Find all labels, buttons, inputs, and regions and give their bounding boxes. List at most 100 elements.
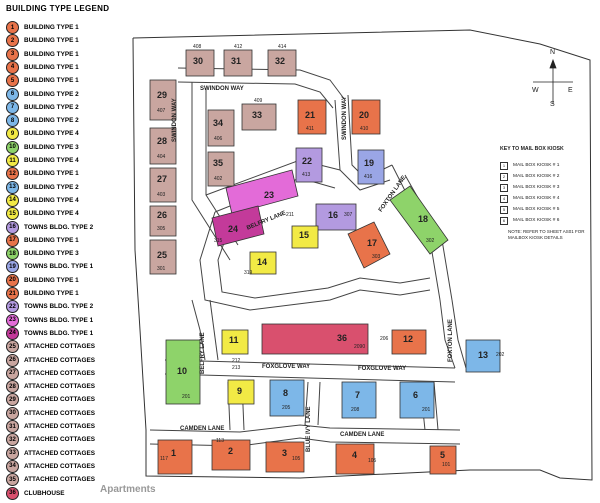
building-30-shape[interactable] (185, 49, 215, 77)
building-31-shape[interactable] (223, 49, 253, 77)
compass-rose: N S E W (528, 49, 578, 108)
kiosk-box: 6 (500, 216, 508, 225)
street-label-camden-lane-left: CAMDEN LANE (180, 426, 225, 432)
buildings-shapes (149, 49, 501, 475)
legend-item: 14 BUILDING TYPE 4 (6, 193, 79, 208)
building-36-shape[interactable] (261, 323, 369, 355)
building-1-shape[interactable] (157, 439, 193, 475)
legend-swatch: 26 (6, 353, 19, 367)
legend-swatch: 35 (6, 473, 19, 487)
building-address: 416 (364, 174, 373, 180)
building-address: 113 (216, 438, 224, 444)
building-9-shape[interactable] (227, 379, 255, 405)
building-27-shape[interactable] (149, 167, 177, 203)
building-4-shape[interactable] (335, 443, 375, 475)
building-10-shape[interactable] (165, 339, 201, 405)
building-address: 404 (157, 154, 166, 160)
street-number: 211 (286, 212, 294, 218)
legend-label: BUILDING TYPE 1 (24, 24, 79, 31)
street-label-foxton-lane-lower: FOXTON LANE (448, 319, 454, 362)
building-21-shape[interactable] (297, 99, 327, 135)
building-number: 19 (364, 158, 375, 168)
legend-label: BUILDING TYPE 2 (24, 117, 79, 125)
building-20-shape[interactable] (351, 99, 381, 135)
building-12-shape[interactable] (391, 329, 427, 355)
building-8-shape[interactable] (269, 379, 305, 417)
building-5-shape[interactable] (429, 445, 457, 475)
legend-swatch: 14 (6, 193, 19, 207)
building-29-shape[interactable] (149, 79, 177, 121)
legend-label: BUILDING TYPE 4 (24, 210, 79, 218)
legend-swatch: 29 (6, 393, 19, 407)
building-address: 407 (157, 108, 166, 114)
legend-label: ATTACHED COTTAGES (24, 343, 96, 351)
building-34-shape[interactable] (207, 109, 235, 147)
building-11-shape[interactable] (221, 329, 249, 355)
building-13-shape[interactable] (465, 339, 501, 373)
legend-label: ATTACHED COTTAGES (24, 436, 96, 444)
building-number: 35 (213, 158, 224, 168)
building-17-shape[interactable] (347, 221, 391, 269)
building-6-shape[interactable] (399, 381, 435, 419)
legend-swatch: 6 (6, 87, 19, 101)
building-16-shape[interactable] (315, 203, 357, 231)
legend-swatch: 30 (6, 406, 19, 420)
building-2-shape[interactable] (211, 439, 251, 471)
legend-swatch: 11 (6, 154, 19, 167)
building-address: 414 (278, 44, 287, 50)
building-address: 208 (351, 407, 360, 413)
building-number: 26 (157, 210, 168, 220)
legend-label: ATTACHED COTTAGES (24, 462, 96, 470)
street-label-belfry-lane-lower: BELFRY LANE (200, 332, 206, 374)
building-35-shape[interactable] (207, 151, 235, 187)
building-28-shape[interactable] (149, 127, 177, 165)
building-26-shape[interactable] (149, 205, 177, 237)
building-address: 201 (182, 394, 191, 400)
building-address: 2090 (354, 344, 366, 350)
building-number: 34 (213, 118, 224, 128)
building-22-shape[interactable] (295, 147, 323, 183)
building-3-shape[interactable] (265, 441, 305, 473)
legend-label: CLUBHOUSE (24, 489, 65, 497)
building-number: 28 (157, 136, 168, 146)
building-number: 25 (157, 250, 168, 260)
building-address: 307 (344, 212, 353, 218)
kiosk-box: 3 (500, 183, 508, 192)
legend-label: TOWNS BLDG. TYPE 2 (24, 223, 94, 231)
building-7-shape[interactable] (341, 381, 377, 419)
building-24-shape[interactable] (211, 205, 265, 247)
legend-label: ATTACHED COTTAGES (24, 383, 96, 391)
building-25-shape[interactable] (149, 239, 177, 275)
building-32-shape[interactable] (267, 49, 297, 77)
legend-label: BUILDING TYPE 1 (24, 290, 79, 297)
building-19-shape[interactable] (357, 149, 385, 185)
building-address: 105 (292, 456, 301, 462)
building-15-shape[interactable] (291, 225, 319, 249)
street-number: 213 (232, 365, 241, 371)
building-number: 11 (229, 335, 239, 345)
building-23-shape[interactable] (225, 169, 299, 215)
legend-label: BUILDING TYPE 4 (24, 196, 79, 204)
legend-label: TOWNS BLDG. TYPE 1 (24, 263, 94, 271)
building-number: 15 (299, 230, 310, 240)
building-number: 1 (171, 448, 177, 458)
building-33-shape[interactable] (241, 103, 277, 131)
building-14-shape[interactable] (249, 251, 277, 275)
building-18-shape[interactable] (389, 185, 449, 255)
building-number: 33 (252, 110, 263, 120)
legend-label: BUILDING TYPE 1 (24, 236, 79, 244)
